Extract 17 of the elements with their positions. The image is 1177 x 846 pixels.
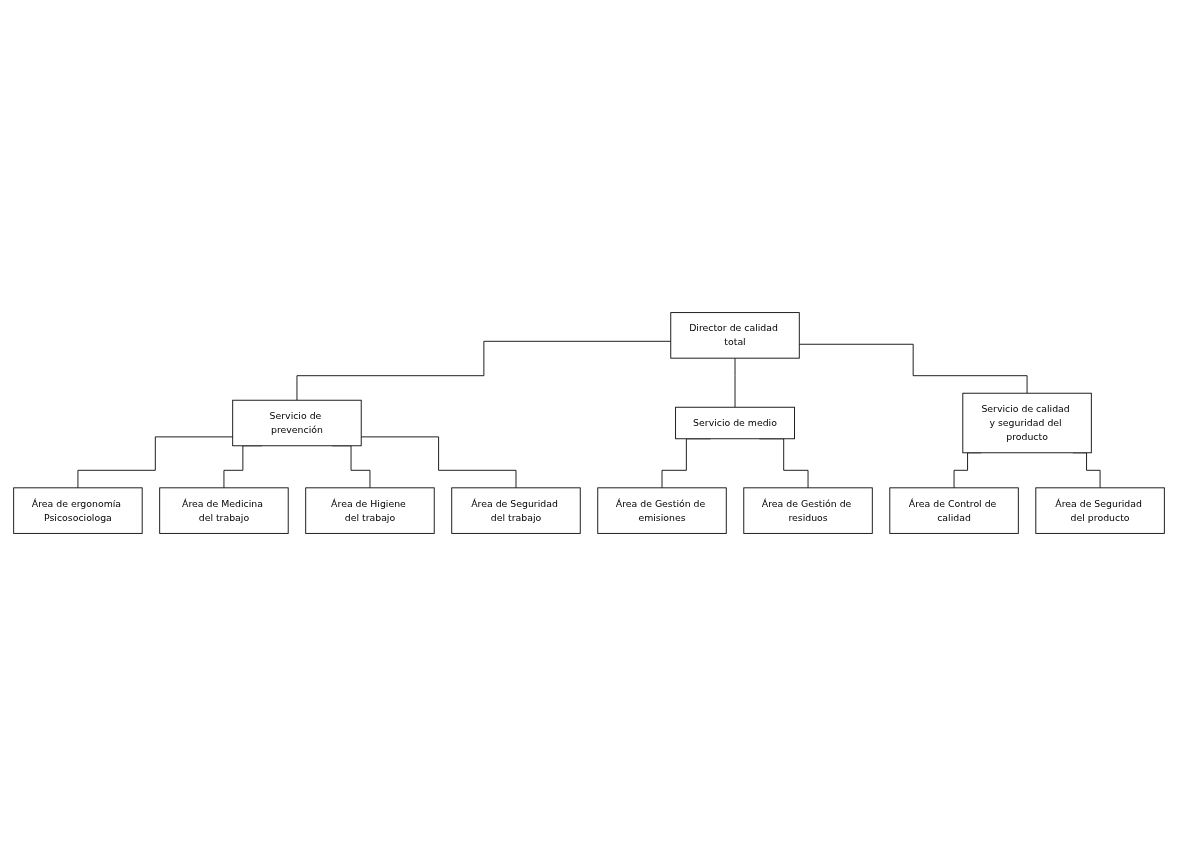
node-box: Área de Gestión de residuos [742,487,873,534]
node-box: Área de Seguridad del producto [1034,487,1165,534]
node-box: Área de Higiene del trabajo [304,487,435,534]
node-box: Área de Gestión de emisiones [596,487,727,534]
connector [296,340,671,401]
node-box: Servicio de prevención [231,399,362,447]
connector [798,343,1027,394]
node-box: Área de Medicina del trabajo [158,487,289,534]
node-box: Área de ergonomía Psicosociologa [12,487,143,534]
node-box: Área de Seguridad del trabajo [450,487,581,534]
connector [77,436,233,489]
node-box: Servicio de medio [674,406,795,440]
node-box: Director de calidad total [669,312,800,359]
connector [360,436,516,489]
node-box: Servicio de calidad y seguridad del producto [961,392,1092,454]
node-box: Área de Control de calidad [888,487,1019,534]
connector [734,357,735,408]
